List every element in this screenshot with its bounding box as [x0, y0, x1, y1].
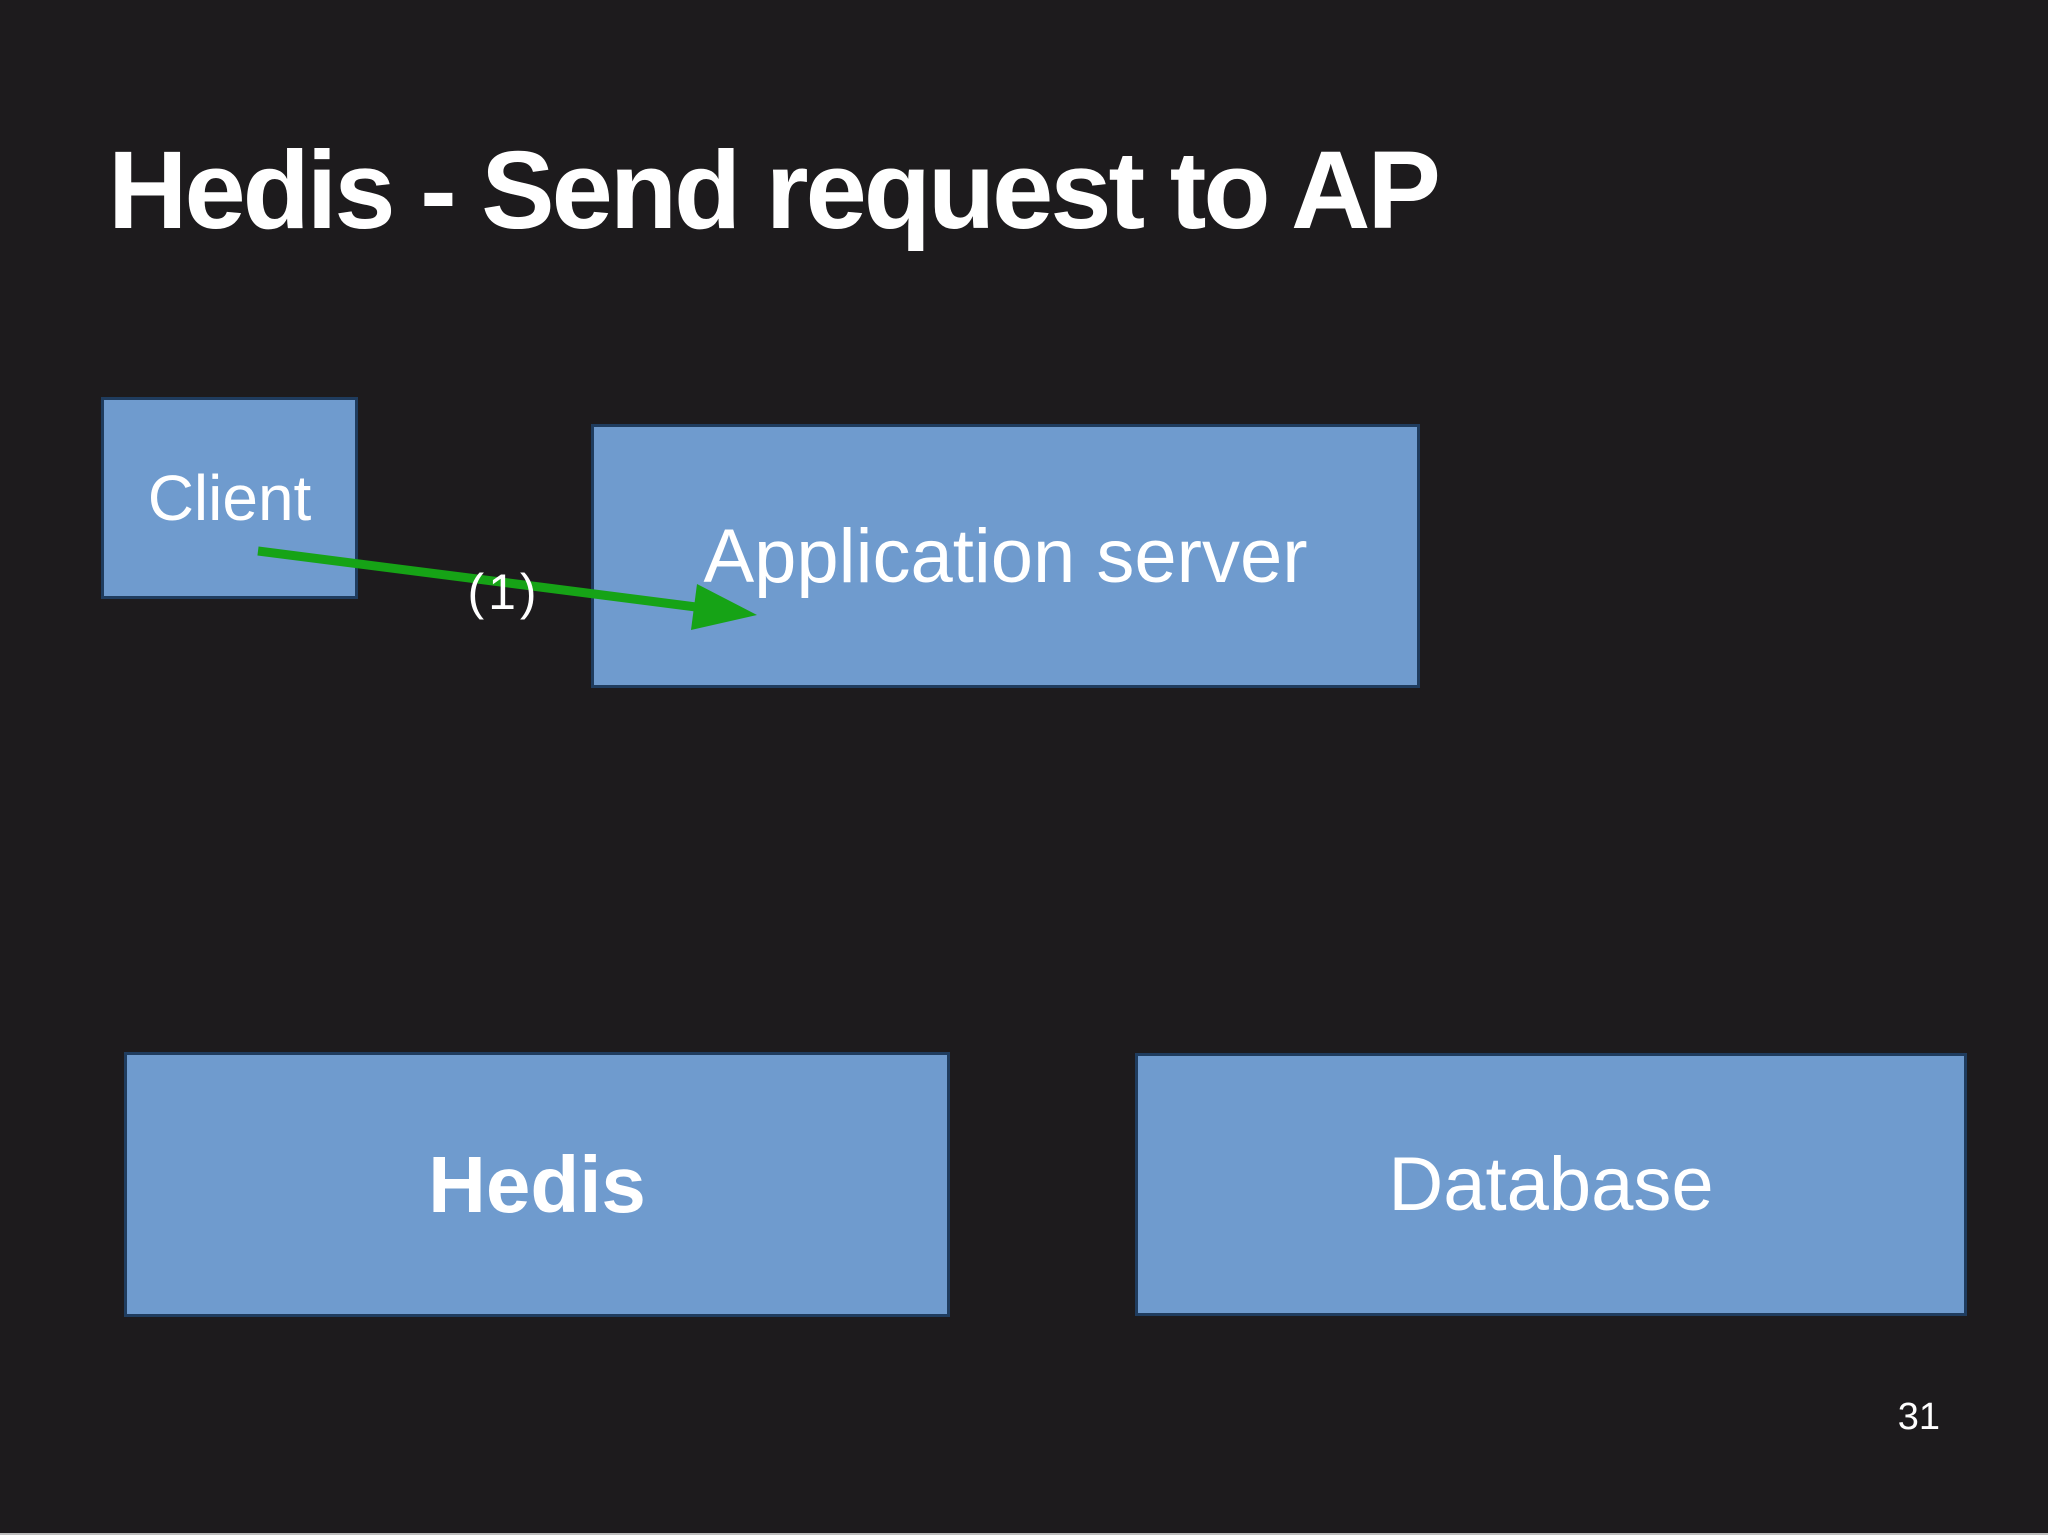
node-application-server: Application server — [591, 424, 1420, 688]
page-number: 31 — [1897, 1396, 1940, 1438]
node-database-label: Database — [1388, 1142, 1714, 1227]
slide-bottom-edge — [0, 1533, 2048, 1535]
arrow-step-label: (1) — [467, 564, 541, 620]
slide-title: Hedis - Send request to AP — [108, 129, 1441, 252]
node-client: Client — [101, 397, 358, 599]
node-client-label: Client — [147, 462, 312, 534]
node-database: Database — [1135, 1053, 1967, 1316]
node-hedis: Hedis — [124, 1052, 950, 1317]
node-application-server-label: Application server — [703, 513, 1308, 599]
node-hedis-label: Hedis — [428, 1139, 646, 1229]
